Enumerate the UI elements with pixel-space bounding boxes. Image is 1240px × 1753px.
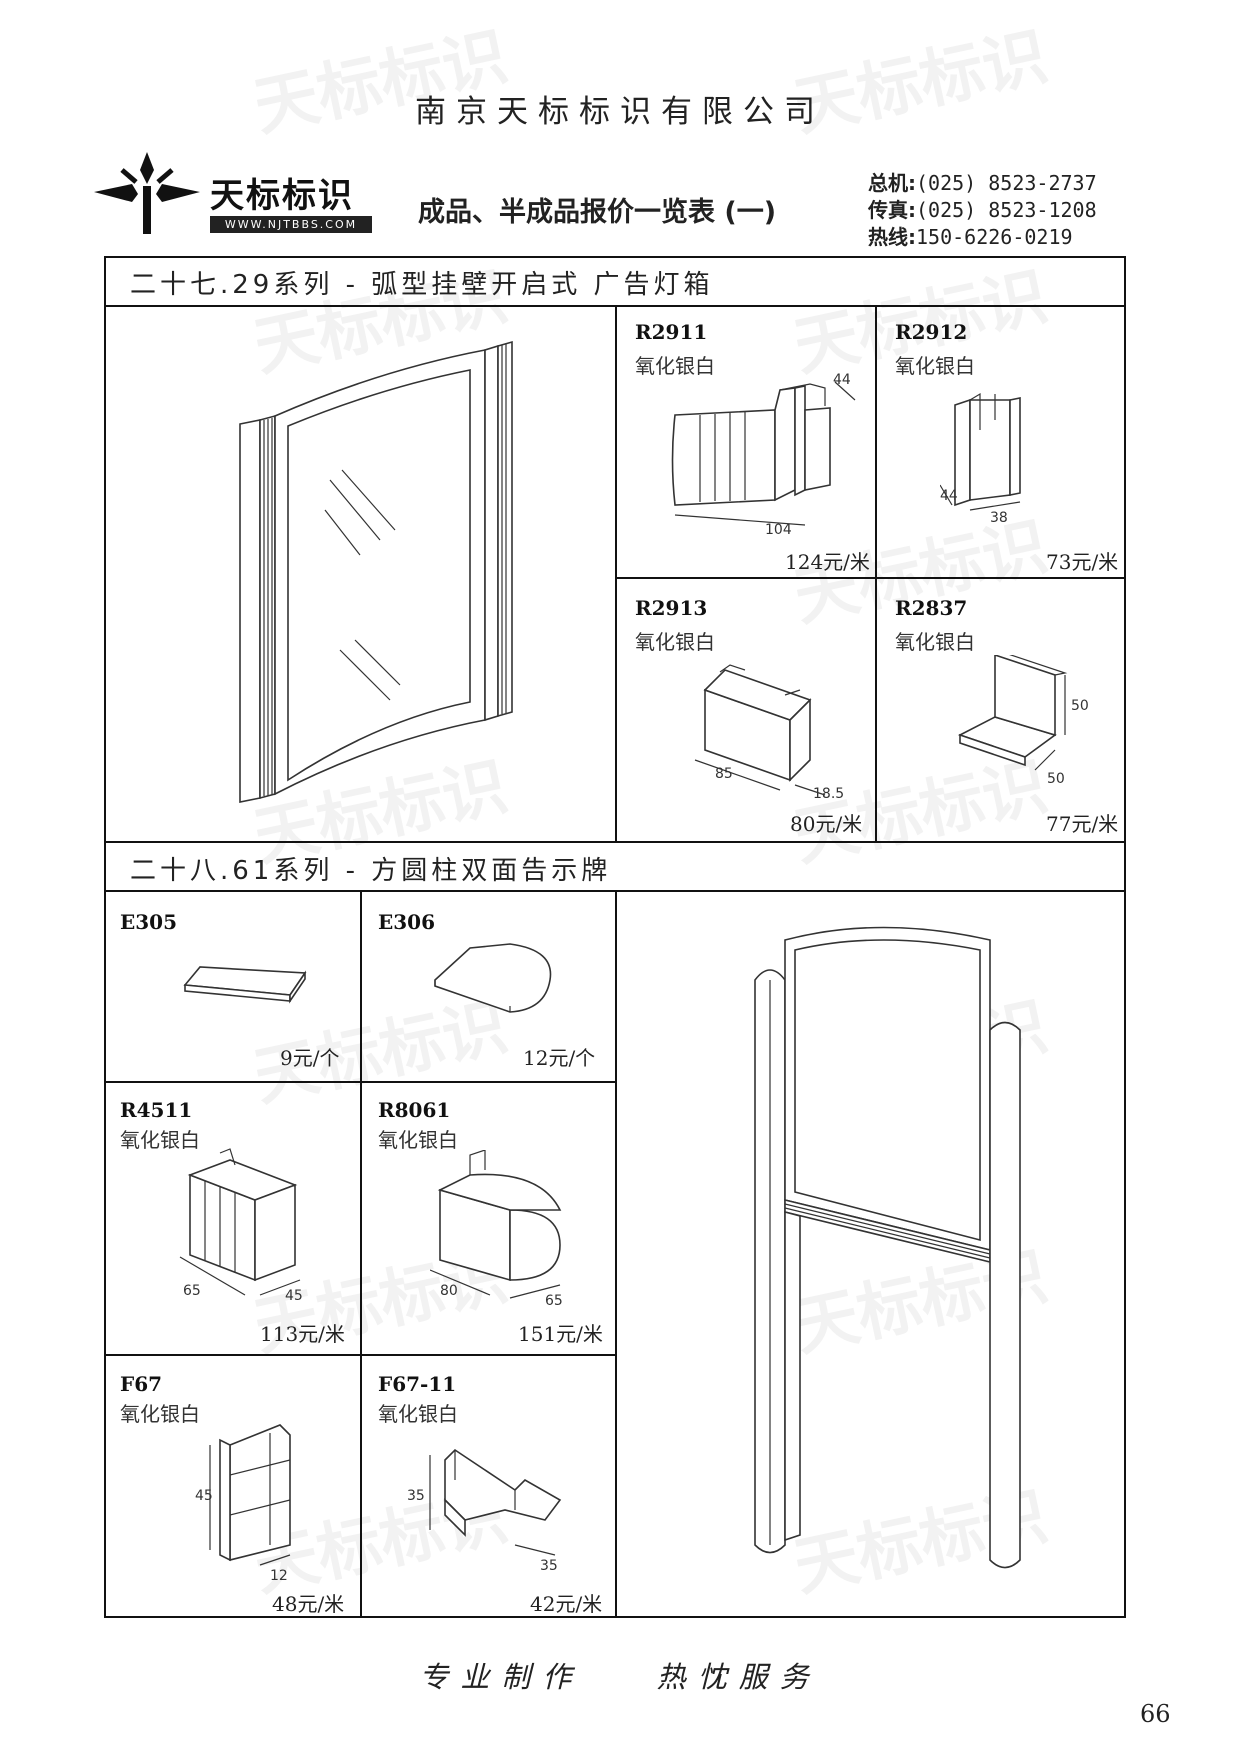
svg-text:85: 85 bbox=[715, 766, 733, 782]
divider bbox=[360, 890, 362, 1618]
svg-text:38: 38 bbox=[990, 510, 1008, 526]
svg-text:65: 65 bbox=[183, 1283, 201, 1299]
page-number: 66 bbox=[1140, 1700, 1171, 1728]
divider bbox=[615, 305, 617, 841]
svg-text:12: 12 bbox=[270, 1568, 288, 1584]
logo-url: WWW.NJTBBS.COM bbox=[210, 216, 372, 233]
svg-text:50: 50 bbox=[1047, 771, 1065, 787]
slogan-right: 热忱服务 bbox=[656, 1660, 821, 1694]
product-finish: 氧化银白 bbox=[895, 630, 975, 654]
svg-text:80: 80 bbox=[440, 1283, 458, 1299]
divider bbox=[104, 841, 1126, 843]
product-price: 77元/米 bbox=[1046, 812, 1119, 836]
logo-text: 天标标识 bbox=[210, 176, 354, 216]
product-code: F67 bbox=[120, 1372, 163, 1396]
part-drawing-e306 bbox=[434, 943, 552, 1013]
profile-drawing-f67: 45 12 bbox=[195, 1424, 291, 1584]
contact-line: 传真:(025) 8523-1208 bbox=[868, 198, 1097, 222]
logo-icon bbox=[94, 152, 200, 234]
svg-text:35: 35 bbox=[540, 1558, 558, 1574]
section-title-28: 二十八.61系列 - 方圆柱双面告示牌 bbox=[130, 856, 612, 886]
svg-text:65: 65 bbox=[545, 1293, 563, 1309]
svg-text:50: 50 bbox=[1071, 698, 1089, 714]
svg-text:44: 44 bbox=[940, 488, 958, 504]
product-price: 73元/米 bbox=[1046, 550, 1119, 574]
svg-text:45: 45 bbox=[195, 1488, 213, 1504]
slogan: 专业制作 热忱服务 bbox=[0, 1654, 1240, 1696]
profile-drawing-r2837: 50 50 bbox=[957, 655, 1089, 787]
profile-drawing-r4511: 65 45 bbox=[179, 1148, 303, 1304]
product-finish: 氧化银白 bbox=[378, 1402, 458, 1426]
profile-drawing-r2912: 44 38 bbox=[940, 392, 1021, 526]
divider bbox=[875, 305, 877, 841]
contact-line: 热线:150-6226-0219 bbox=[868, 225, 1073, 249]
divider bbox=[104, 1081, 616, 1083]
divider bbox=[104, 1354, 616, 1356]
svg-text:35: 35 bbox=[407, 1488, 425, 1504]
profile-drawing-r2911: 104 44 bbox=[671, 372, 856, 538]
product-code: R2913 bbox=[635, 596, 708, 620]
notice-board-illustration bbox=[754, 926, 1021, 1569]
product-code: R2911 bbox=[635, 320, 708, 344]
profile-drawing-f67-11: 35 35 bbox=[407, 1448, 562, 1574]
product-price: 80元/米 bbox=[790, 812, 863, 836]
product-code: F67-11 bbox=[378, 1372, 457, 1396]
product-finish: 氧化银白 bbox=[120, 1402, 200, 1426]
product-price: 124元/米 bbox=[785, 550, 870, 574]
document-title: 成品、半成品报价一览表 (一) bbox=[418, 197, 777, 228]
contact-block: 总机:(025) 8523-2737 传真:(025) 8523-1208 热线… bbox=[868, 170, 1097, 251]
part-drawing-e305 bbox=[183, 966, 307, 1004]
product-price: 113元/米 bbox=[260, 1322, 345, 1346]
profile-drawing-r8061: 80 65 bbox=[430, 1150, 563, 1309]
product-code: R2837 bbox=[895, 596, 968, 620]
slogan-left: 专业制作 bbox=[419, 1660, 584, 1694]
product-finish: 氧化银白 bbox=[635, 354, 715, 378]
product-code: E305 bbox=[120, 910, 177, 934]
contact-line: 总机:(025) 8523-2737 bbox=[868, 171, 1097, 195]
product-code: E306 bbox=[378, 910, 435, 934]
svg-text:45: 45 bbox=[285, 1288, 303, 1304]
product-price: 151元/米 bbox=[518, 1322, 603, 1346]
product-price: 9元/个 bbox=[280, 1046, 340, 1070]
divider bbox=[615, 890, 617, 1618]
product-finish: 氧化银白 bbox=[895, 354, 975, 378]
svg-text:44: 44 bbox=[833, 372, 851, 388]
section-title-27: 二十七.29系列 - 弧型挂壁开启式 广告灯箱 bbox=[130, 270, 714, 300]
svg-text:104: 104 bbox=[765, 522, 792, 538]
divider bbox=[615, 577, 1126, 579]
product-finish: 氧化银白 bbox=[378, 1128, 458, 1152]
lightbox-illustration bbox=[239, 340, 513, 803]
svg-text:18.5: 18.5 bbox=[813, 786, 844, 802]
product-price: 42元/米 bbox=[530, 1592, 603, 1616]
profile-drawing-r2913: 85 18.5 bbox=[694, 664, 844, 802]
product-finish: 氧化银白 bbox=[120, 1128, 200, 1152]
product-code: R2912 bbox=[895, 320, 968, 344]
company-name: 南京天标标识有限公司 bbox=[415, 94, 825, 130]
product-price: 12元/个 bbox=[523, 1046, 596, 1070]
product-finish: 氧化银白 bbox=[635, 630, 715, 654]
product-code: R4511 bbox=[120, 1098, 193, 1122]
product-code: R8061 bbox=[378, 1098, 451, 1122]
product-price: 48元/米 bbox=[272, 1592, 345, 1616]
